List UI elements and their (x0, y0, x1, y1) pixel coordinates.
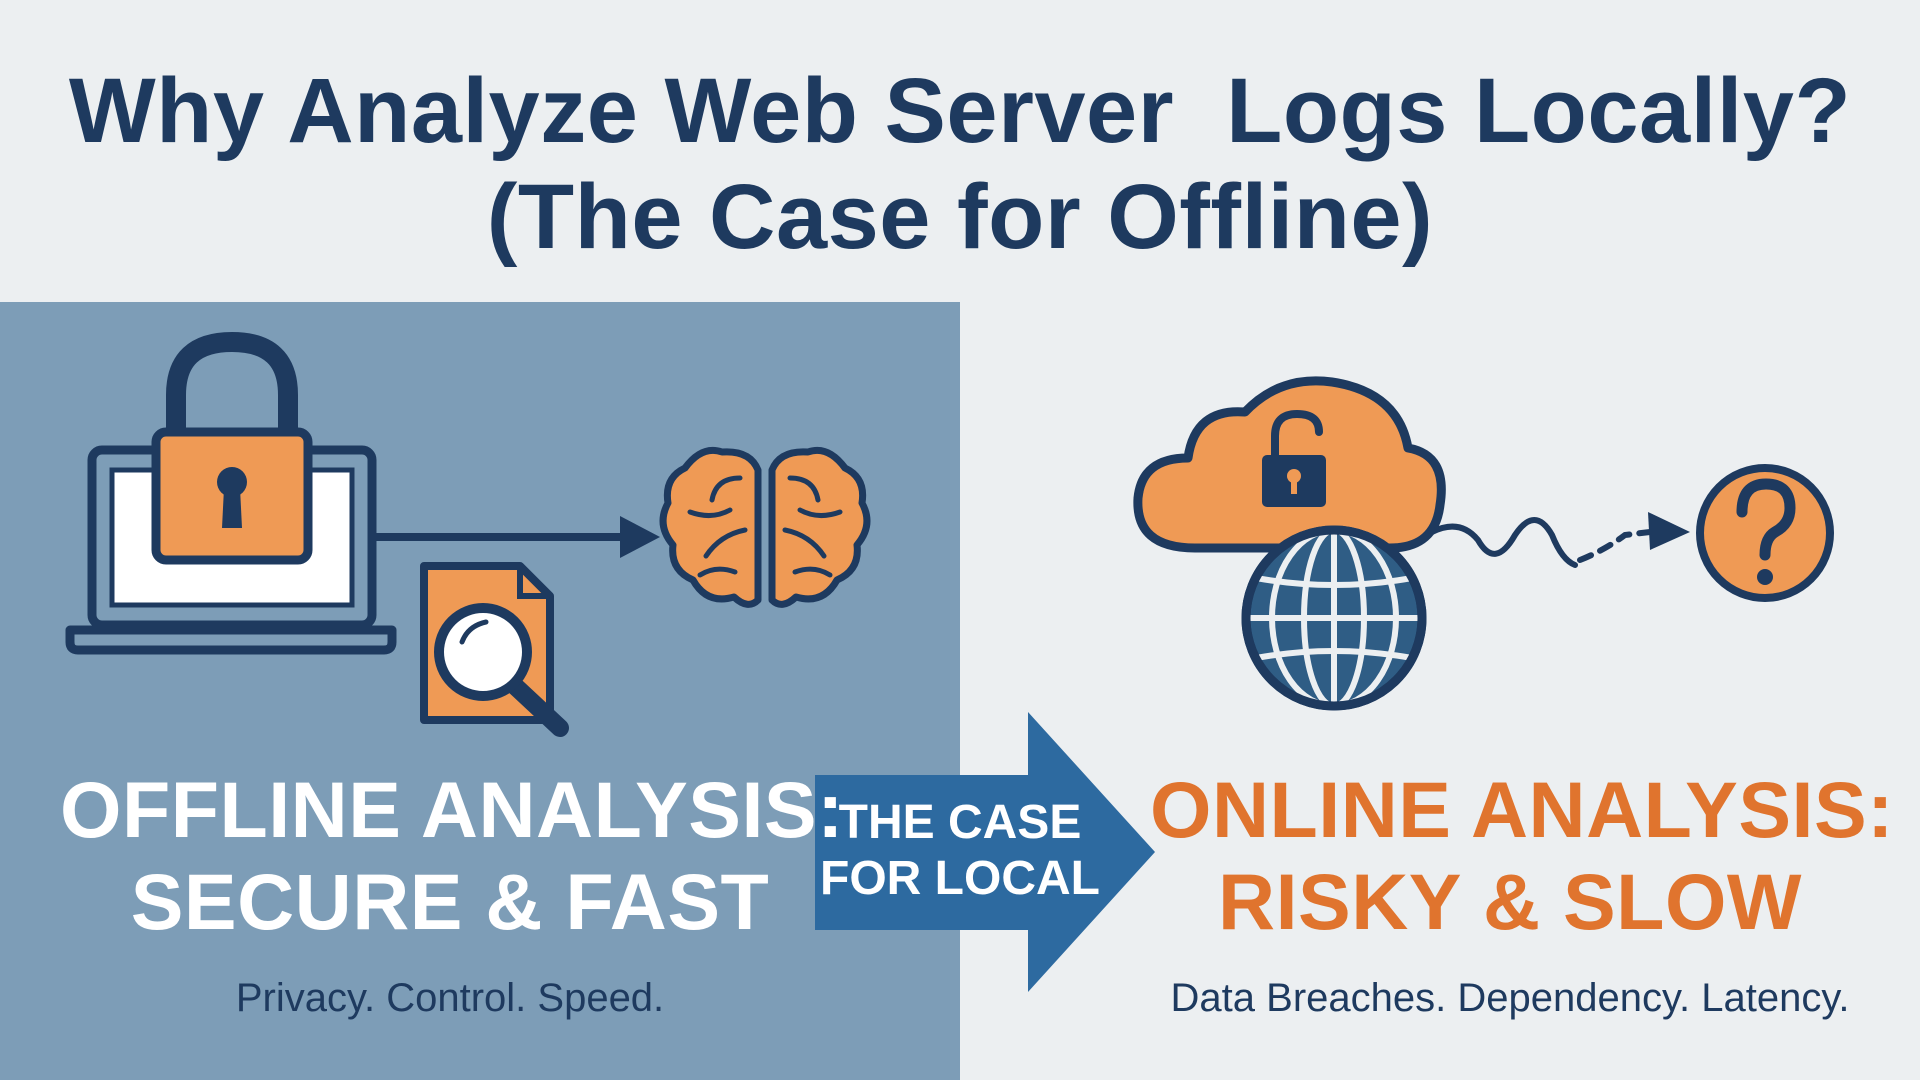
offline-headline-line-1: OFFLINE ANALYSIS: (60, 765, 844, 854)
offline-subtitle: Privacy. Control. Speed. (235, 976, 665, 1020)
padlock-icon (151, 331, 313, 565)
page-title: Why Analyze Web Server Logs Locally? (Th… (0, 58, 1920, 270)
online-subtitle: Data Breaches. Dependency. Latency. (1170, 976, 1850, 1020)
offline-headline-line-2: SECURE & FAST (130, 857, 770, 946)
offline-headline: OFFLINE ANALYSIS: SECURE & FAST (60, 764, 844, 948)
arrow-label-line-1: THE CASE (838, 796, 1082, 849)
unstable-connection-icon (1429, 512, 1690, 568)
title-line-2: (The Case for Offline) (486, 166, 1434, 268)
arrow-label-line-2: FOR LOCAL (820, 852, 1100, 905)
case-for-local-label: THE CASE FOR LOCAL (815, 795, 1105, 907)
flow-arrow-icon (374, 516, 660, 558)
globe-icon (1241, 525, 1427, 711)
unlocked-padlock-icon (1262, 409, 1326, 507)
online-headline: ONLINE ANALYSIS: RISKY & SLOW (1150, 764, 1894, 948)
brain-icon (659, 446, 871, 608)
online-headline-line-2: RISKY & SLOW (1218, 857, 1802, 946)
online-headline-line-1: ONLINE ANALYSIS: (1150, 765, 1894, 854)
case-for-local-arrow-icon (815, 712, 1155, 992)
title-line-1: Why Analyze Web Server Logs Locally? (68, 60, 1852, 162)
question-mark-icon (1696, 464, 1834, 602)
document-search-icon (420, 562, 569, 737)
